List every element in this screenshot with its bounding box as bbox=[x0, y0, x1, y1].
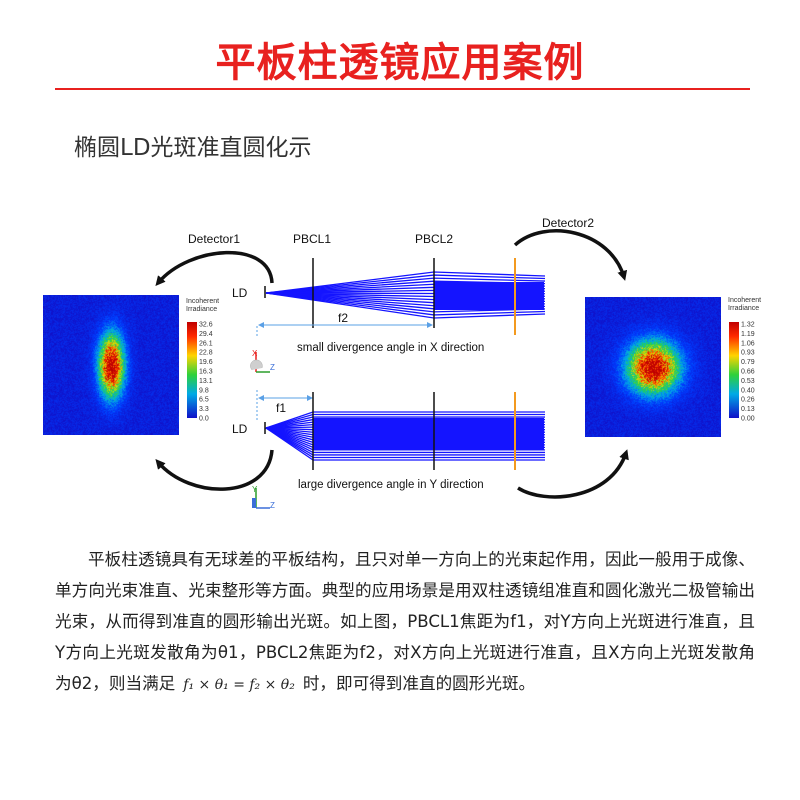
right-legend-title-1: Incoherent bbox=[728, 297, 761, 304]
detector1-irradiance-map bbox=[43, 295, 179, 435]
left-legend-tick-4: 19.6 bbox=[199, 359, 213, 366]
right-legend-tick-2: 1.06 bbox=[741, 340, 755, 347]
right-legend-tick-5: 0.66 bbox=[741, 369, 755, 376]
right-legend-title-2: Irradiance bbox=[728, 305, 759, 312]
x-beam-core bbox=[434, 282, 544, 310]
left-colorbar: Incoherent Irradiance 32.6 29.4 26.1 22.8 19… bbox=[186, 298, 219, 423]
left-colorbar-gradient bbox=[187, 322, 197, 418]
right-legend-tick-7: 0.40 bbox=[741, 387, 755, 394]
page-subtitle: 椭圆LD光斑准直圆化示 bbox=[74, 135, 312, 161]
y-direction-caption: large divergence angle in Y direction bbox=[298, 479, 484, 491]
left-legend-tick-5: 16.3 bbox=[199, 369, 213, 376]
x-direction-beam bbox=[265, 271, 546, 319]
left-legend-tick-1: 29.4 bbox=[199, 331, 213, 338]
right-legend-tick-1: 1.19 bbox=[741, 331, 755, 338]
body-text-after: 时，即可得到准直的圆形光斑。 bbox=[302, 674, 536, 693]
axis-z-label-bottom: Z bbox=[270, 501, 275, 510]
page-title: 平板柱透镜应用案例 bbox=[215, 40, 585, 86]
detector2-arrow-top bbox=[513, 229, 628, 281]
right-legend-tick-9: 0.13 bbox=[741, 406, 755, 413]
body-paragraph: 平板柱透镜具有无球差的平板结构，且只对单一方向上的光束起作用，因此一般用于成像、… bbox=[55, 544, 755, 701]
axis-x-label: X bbox=[252, 349, 258, 358]
left-legend-title-1: Incoherent bbox=[186, 298, 219, 305]
xz-axis-triad: X Z bbox=[250, 349, 275, 373]
left-legend-title-2: Irradiance bbox=[186, 306, 217, 313]
right-legend-tick-8: 0.26 bbox=[741, 397, 755, 404]
right-legend-tick-6: 0.53 bbox=[741, 378, 755, 385]
right-legend-tick-10: 0.00 bbox=[741, 416, 755, 423]
detector1-label: Detector1 bbox=[188, 232, 240, 246]
f2-label: f2 bbox=[338, 311, 348, 325]
right-legend-tick-4: 0.79 bbox=[741, 359, 755, 366]
y-direction-beam bbox=[265, 411, 545, 461]
detector1-arrow-top bbox=[155, 250, 274, 287]
detector2-label: Detector2 bbox=[542, 216, 594, 230]
title-divider bbox=[55, 88, 750, 90]
detector2-irradiance-map bbox=[585, 297, 721, 437]
left-legend-tick-7: 9.8 bbox=[199, 387, 209, 394]
left-legend-tick-6: 13.1 bbox=[199, 378, 213, 385]
y-beam-core bbox=[313, 418, 544, 450]
yz-axis-triad: Y Z bbox=[252, 485, 275, 510]
detector1-arrow-bottom bbox=[155, 449, 274, 491]
left-legend-tick-3: 22.8 bbox=[199, 350, 213, 357]
pbcl2-label: PBCL2 bbox=[415, 232, 453, 246]
pbcl1-label: PBCL1 bbox=[293, 232, 331, 246]
detector2-arrow-bottom bbox=[517, 449, 629, 499]
left-legend-tick-0: 32.6 bbox=[199, 322, 213, 329]
right-legend-tick-3: 0.93 bbox=[741, 350, 755, 357]
ld-bottom-label: LD bbox=[232, 422, 248, 436]
left-legend-tick-8: 6.5 bbox=[199, 397, 209, 404]
left-legend-tick-2: 26.1 bbox=[199, 340, 213, 347]
right-legend-tick-0: 1.32 bbox=[741, 322, 755, 329]
ld-top-label: LD bbox=[232, 286, 248, 300]
axis-y-label: Y bbox=[252, 485, 258, 494]
right-colorbar: Incoherent Irradiance 1.32 1.19 1.06 0.93 0.… bbox=[728, 297, 761, 423]
body-text-before: 平板柱透镜具有无球差的平板结构，且只对单一方向上的光束起作用，因此一般用于成像、… bbox=[55, 550, 755, 693]
right-colorbar-gradient bbox=[729, 322, 739, 418]
f1-label: f1 bbox=[276, 401, 286, 415]
left-legend-tick-10: 0.0 bbox=[199, 416, 209, 423]
left-legend-tick-9: 3.3 bbox=[199, 406, 209, 413]
axis-z-label-top: Z bbox=[270, 363, 275, 372]
x-direction-caption: small divergence angle in X direction bbox=[297, 342, 484, 354]
focal-condition-formula: f₁ × θ₁ = f₂ × θ₂ bbox=[183, 677, 295, 693]
